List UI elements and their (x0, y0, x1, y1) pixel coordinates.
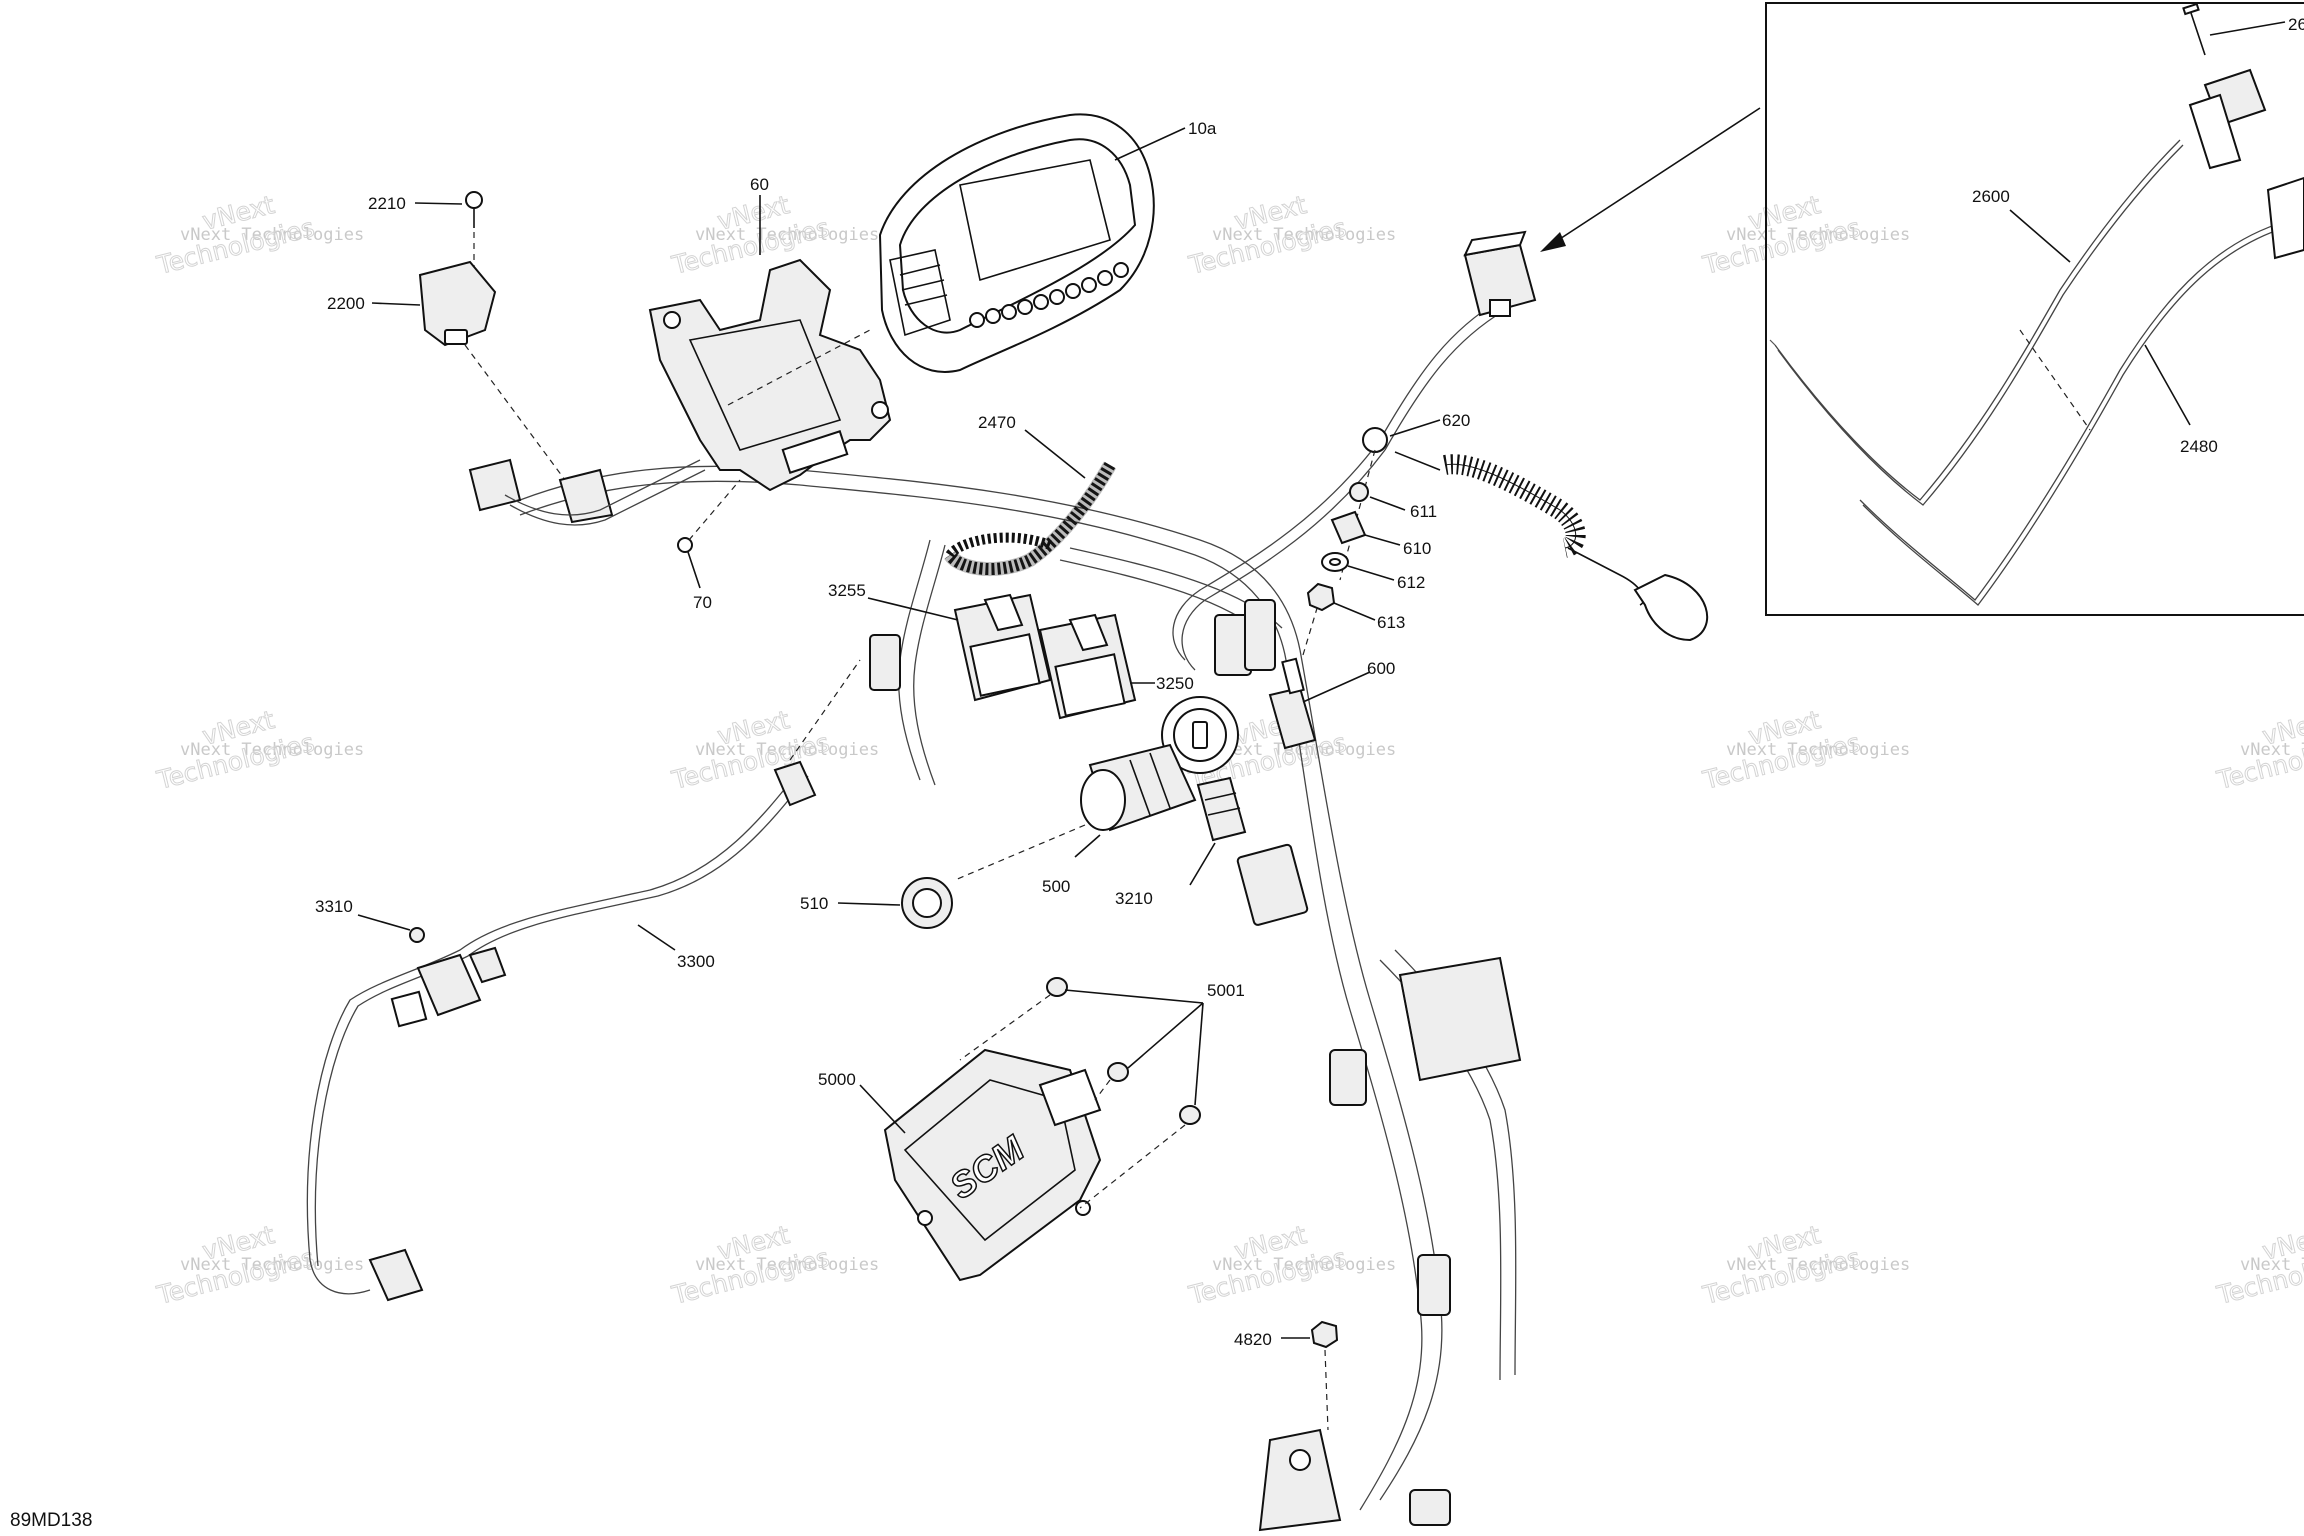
watermark: vNext Technologies Technologies vNext (2213, 1219, 2304, 1310)
nut-510: 510 (800, 877, 953, 929)
svg-text:vNext Technologies: vNext Technologies (180, 1255, 364, 1275)
watermark: vNext Technologies Technologies vNext (668, 1219, 879, 1310)
relay (416, 953, 482, 1017)
part-613 (1306, 582, 1336, 612)
harness-connector (1244, 599, 1276, 671)
callout-label-2480: 2480 (2180, 437, 2218, 456)
gauge-cluster-10a: 10a (878, 113, 1217, 373)
harness-connector (869, 634, 901, 691)
end-connector (368, 1248, 424, 1302)
watermark: vNext Technologies Technologies vNext (153, 189, 364, 280)
harness-connector (1417, 1254, 1451, 1316)
part-610 (1330, 510, 1367, 545)
callout-label-3210: 3210 (1115, 889, 1153, 908)
detail-inset: 262 2600 2480 (1765, 2, 2304, 616)
watermark: vNext Technologies Technologies vNext (1699, 1219, 1910, 1310)
svg-text:vNext Technologies: vNext Technologies (180, 225, 364, 245)
svg-text:vNext Technologies: vNext Technologies (1212, 740, 1396, 760)
callout-label-611: 611 (1410, 502, 1437, 521)
callout-label-2470: 2470 (978, 413, 1016, 432)
callout-label-500: 500 (1042, 877, 1070, 896)
svg-text:vNext Technologies: vNext Technologies (1726, 740, 1910, 760)
svg-text:vNext Technologies: vNext Technologies (1212, 225, 1396, 245)
callout-label-3300: 3300 (677, 952, 715, 971)
callout-label-4820: 4820 (1234, 1330, 1272, 1349)
part-611 (1349, 482, 1369, 502)
callout-label-70: 70 (693, 593, 712, 612)
switch-3255: 3255 (828, 581, 1052, 702)
spring-cord (1443, 454, 1586, 558)
callout-label-5001: 5001 (1207, 981, 1245, 1000)
svg-text:vNext Technologies: vNext Technologies (695, 225, 879, 245)
svg-text:vNext Technologies: vNext Technologies (1726, 1255, 1910, 1275)
callout-label-5000: 5000 (818, 1070, 856, 1089)
svg-text:vNext Technologies: vNext Technologies (695, 1255, 879, 1275)
nut-4820: 4820 (1234, 1320, 1339, 1431)
callout-label-10a: 10a (1188, 119, 1217, 138)
callout-label-612: 612 (1397, 573, 1425, 592)
gauge-bracket-60: 60 (648, 175, 892, 492)
connector-3210: 3210 (1115, 776, 1247, 908)
screws-5001: 5001 (959, 977, 1245, 1209)
callout-label-2600: 2600 (1972, 187, 2010, 206)
push-nut-70: 70 (677, 479, 741, 612)
callout-label-2200: 2200 (327, 294, 365, 313)
gauge-buttons (969, 262, 1129, 328)
callout-label-510: 510 (800, 894, 828, 913)
switch-600: 600 (1268, 604, 1395, 750)
switch-3250: 3250 (1038, 613, 1194, 720)
watermark: vNext Technologies Technologies vNext (668, 189, 879, 280)
watermark: vNext Technologies Technologies vNext (2213, 704, 2304, 795)
watermark: vNext Technologies Technologies vNext (153, 704, 364, 795)
svg-text:vNext Technologies: vNext Technologies (695, 740, 879, 760)
lanyard-clip (1633, 573, 1709, 642)
watermark: vNext Technologies Technologies vNext (1699, 704, 1910, 795)
scm-module-5000: SCM 5000 (818, 1048, 1102, 1282)
harness-3300: 3310 3300 (306, 659, 861, 1302)
harness-connector (1409, 1489, 1451, 1526)
relay-box (1398, 956, 1522, 1082)
callout-label-620: 620 (1442, 411, 1470, 430)
ignition-switch-500: 500 (954, 696, 1239, 896)
diagram-code: 89MD138 (10, 1510, 92, 1531)
inset-pointer-arrow (1540, 107, 1761, 252)
callout-label-600: 600 (1367, 659, 1395, 678)
svg-text:vNext Technologies: vNext Technologies (1726, 225, 1910, 245)
callout-label-613: 613 (1377, 613, 1405, 632)
watermark: vNext Technologies Technologies vNext (668, 704, 879, 795)
inset-frame (1765, 2, 2304, 616)
callout-label-3310: 3310 (315, 897, 353, 916)
inset-bracket (2188, 93, 2242, 170)
watermark: vNext Technologies Technologies vNext (153, 1219, 364, 1310)
callout-label-60: 60 (750, 175, 769, 194)
watermark: vNext Technologies Technologies vNext (1185, 189, 1396, 280)
watermark: vNext Technologies Technologies vNext (1699, 189, 1910, 280)
main-wiring-harness (519, 465, 1522, 1532)
tether-switch-620: 620 611 610 612 613 (1172, 230, 1709, 671)
callout-label-3255: 3255 (828, 581, 866, 600)
callout-label-2210: 2210 (368, 194, 406, 213)
inset-switch-2 (2266, 176, 2304, 260)
stud (1289, 1449, 1311, 1471)
callout-label-3250: 3250 (1156, 674, 1194, 693)
harness-connector (1329, 1049, 1367, 1106)
watermark: vNext Technologies Technologies vNext (1185, 1219, 1396, 1310)
callout-label-262: 262 (2288, 15, 2304, 34)
svg-text:vNext Technologies: vNext Technologies (2240, 1255, 2304, 1275)
sensor-2200: 2210 2200 (327, 191, 706, 526)
svg-text:vNext Technologies: vNext Technologies (2240, 740, 2304, 760)
svg-text:vNext Technologies: vNext Technologies (180, 740, 364, 760)
coiled-cable-2470: 2470 (944, 413, 1117, 577)
ground-stud-block (1258, 1428, 1342, 1532)
multi-pin-connector (1236, 843, 1309, 926)
svg-text:vNext Technologies: vNext Technologies (1212, 1255, 1396, 1275)
callout-label-610: 610 (1403, 539, 1431, 558)
